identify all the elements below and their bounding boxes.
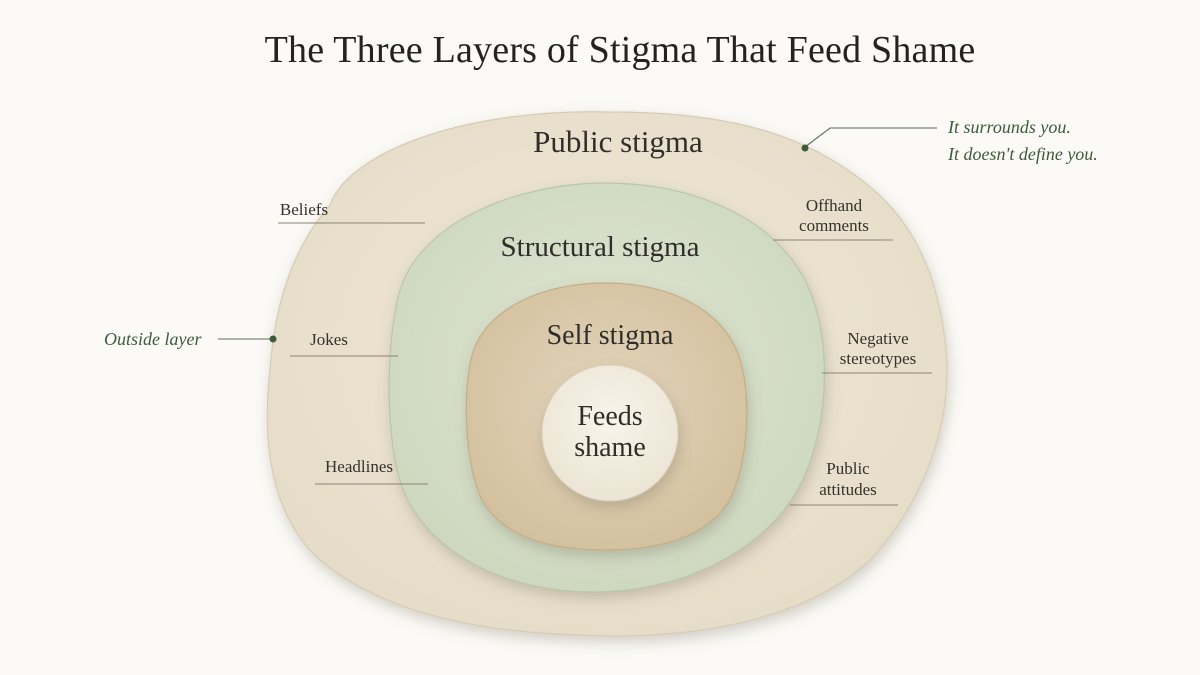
annotation-headlines: Headlines	[325, 457, 393, 476]
annotation-offhand-line1: Offhand	[805, 196, 863, 215]
annotation-public-attitudes-line2: attitudes	[819, 480, 877, 499]
outside-layer-callout: Outside layer	[104, 329, 202, 349]
annotation-offhand-line2: comments	[799, 216, 869, 235]
public-stigma-label: Public stigma	[533, 124, 703, 159]
annotation-negative-line1: Negative	[847, 329, 909, 348]
annotation-public-attitudes-line1: Public	[826, 459, 870, 478]
surrounds-callout-line2: It doesn't define you.	[948, 144, 1098, 164]
surrounds-leader	[804, 127, 937, 148]
center-disc	[541, 364, 679, 502]
annotation-beliefs: Beliefs	[279, 200, 329, 219]
center-label-line1: Feeds	[577, 401, 643, 432]
center-label-line2: shame	[574, 432, 646, 463]
outside-layer-dot	[269, 335, 277, 343]
surrounds-dot	[801, 144, 809, 152]
structural-stigma-label: Structural stigma	[500, 231, 700, 263]
self-stigma-label: Self stigma	[546, 320, 674, 351]
annotation-jokes: Jokes	[310, 330, 348, 349]
surrounds-callout-line1: It surrounds you.	[948, 117, 1071, 137]
annotation-negative-line2: stereotypes	[839, 349, 917, 368]
page-title: The Three Layers of Stigma That Feed Sha…	[264, 29, 976, 71]
